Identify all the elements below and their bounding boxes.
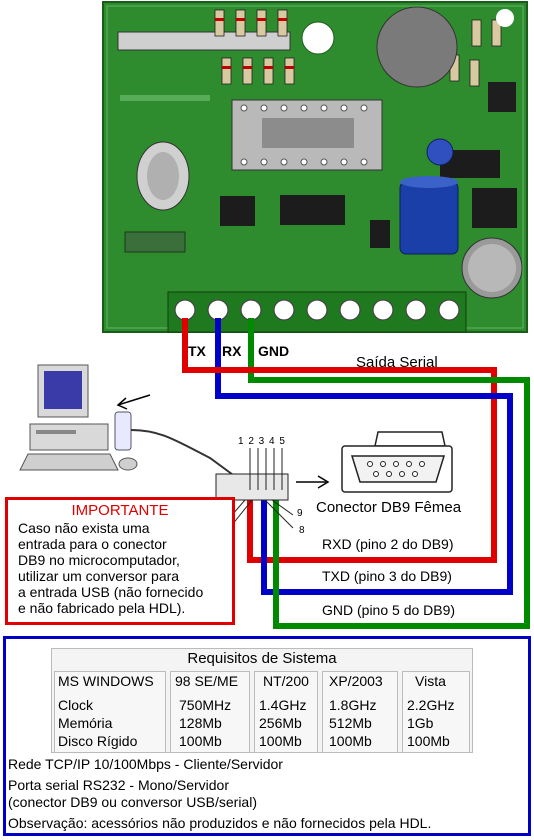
- column-xp-2003: XP/2003 1.8GHz 512Mb 100Mb: [322, 671, 398, 753]
- header-cell: MS WINDOWS: [58, 673, 154, 689]
- gnd-label: GND (pino 5 do DB9): [322, 602, 456, 618]
- pin9-label: 9: [297, 508, 303, 519]
- clock-cell: 1.4GHz: [259, 697, 307, 713]
- column-98-se-me: 98 SE/ME 750MHz 128Mb 100Mb: [170, 671, 250, 753]
- wiring-diagram: [19, 1, 530, 629]
- clock-cell: 1.8GHz: [329, 697, 377, 713]
- column-ms-windows: MS WINDOWS Clock Memória Disco Rígido: [54, 671, 166, 753]
- rxd-label: RXD (pino 2 do DB9): [322, 536, 454, 552]
- txd-label: TXD (pino 3 do DB9): [322, 568, 452, 584]
- header-cell: XP/2003: [329, 673, 383, 689]
- system-requirements-panel: Requisitos de Sistema MS WINDOWS Clock M…: [3, 636, 531, 836]
- circuit-board: [102, 1, 528, 333]
- db9-plug-icon: [114, 411, 241, 481]
- disco-cell: 100Mb: [329, 733, 372, 749]
- memoria-cell: 256Mb: [259, 715, 302, 731]
- important-title: IMPORTANTE: [71, 502, 169, 519]
- arrow-to-connector-icon: [296, 475, 330, 489]
- terminal-rx-label: RX: [222, 343, 242, 359]
- important-text: Caso não exista uma entrada para o conec…: [18, 520, 204, 616]
- clock-cell: 2.2GHz: [407, 697, 455, 713]
- observacao-note: Observação: acessórios não produzidos e …: [8, 815, 432, 831]
- db9-female-connector-icon: [341, 431, 453, 493]
- connector-label: Conector DB9 Fêmea: [316, 499, 462, 516]
- arrow-to-computer-icon: [116, 394, 151, 410]
- column-nt-200: NT/200 1.4GHz 256Mb 100Mb: [254, 671, 318, 753]
- terminal-tx-label: TX: [188, 343, 206, 359]
- porta-requirement: Porta serial RS232 - Mono/Servidor: [8, 777, 229, 793]
- memoria-cell: 128Mb: [179, 715, 222, 731]
- important-notice: IMPORTANTE Caso não exista uma entrada p…: [5, 497, 235, 625]
- disco-cell: 100Mb: [179, 733, 222, 749]
- clock-cell: 750MHz: [179, 697, 232, 713]
- header-cell: 98 SE/ME: [175, 673, 239, 689]
- memoria-cell: Memória: [58, 715, 113, 731]
- requirements-title: Requisitos de Sistema: [187, 650, 337, 667]
- clock-cell: Clock: [58, 697, 94, 713]
- rede-requirement: Rede TCP/IP 10/100Mbps - Cliente/Servido…: [8, 756, 283, 772]
- memoria-cell: 1Gb: [407, 715, 434, 731]
- pin8-label: 8: [299, 525, 305, 536]
- db9-pinout-sketch: [215, 448, 294, 529]
- porta-requirement-detail: (conector DB9 ou conversor USB/serial): [8, 794, 257, 810]
- column-vista: Vista 2.2GHz 1Gb 100Mb: [402, 671, 470, 753]
- computer-icon: [19, 364, 138, 471]
- disco-cell: 100Mb: [407, 733, 450, 749]
- requirements-table: Requisitos de Sistema MS WINDOWS Clock M…: [51, 648, 473, 753]
- disco-cell: Disco Rígido: [58, 733, 138, 749]
- terminal-gnd-label: GND: [258, 343, 290, 359]
- disco-cell: 100Mb: [259, 733, 302, 749]
- header-cell: Vista: [415, 673, 446, 689]
- saida-serial-label: Saída Serial: [356, 354, 438, 371]
- pin-numbers-label: 1 2 3 4 5: [238, 436, 286, 447]
- header-cell: NT/200: [263, 673, 309, 689]
- memoria-cell: 512Mb: [329, 715, 372, 731]
